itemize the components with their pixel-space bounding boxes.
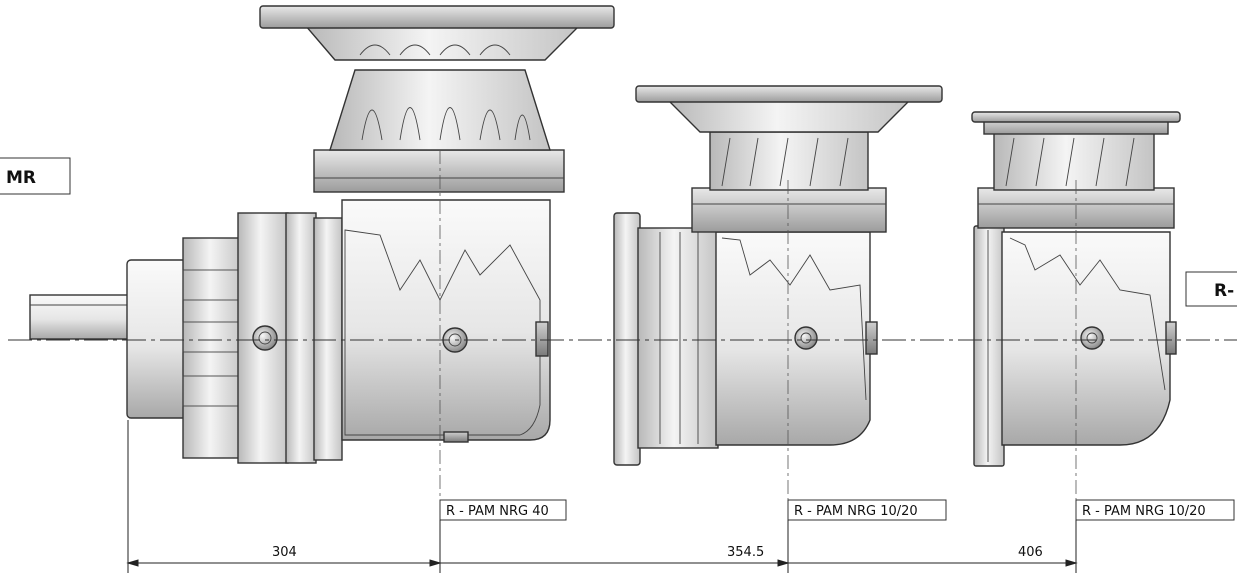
dimension-1-label: 304 [272,545,297,560]
dimension-2-label: 354.5 [727,545,764,560]
label-box-right: R- [1185,271,1237,307]
gearbox-assembly-medium [613,85,943,466]
label-left-text: MR [6,168,36,188]
label-right-text: R- [1214,281,1234,301]
callout-3-text: R - PAM NRG 10/20 [1082,504,1206,519]
dimension-3-label: 406 [1018,545,1043,560]
label-box-left: MR [0,157,71,195]
gearbox-assembly-large [29,5,615,464]
dimension-lines [126,420,1078,573]
callout-1: R - PAM NRG 40 [439,499,567,521]
callout-3: R - PAM NRG 10/20 [1075,499,1235,521]
callout-1-text: R - PAM NRG 40 [446,504,549,519]
callout-2-text: R - PAM NRG 10/20 [794,504,918,519]
callout-2: R - PAM NRG 10/20 [787,499,947,521]
